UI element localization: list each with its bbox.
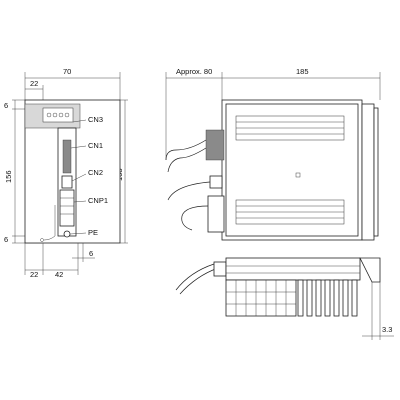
leader-cn2 (71, 173, 87, 182)
label-cn1: CN1 (88, 141, 103, 150)
fin (324, 279, 331, 317)
cn3-connector (42, 107, 74, 123)
fin (315, 279, 322, 317)
leader-cnp1 (73, 200, 87, 203)
label-cn2: CN2 (88, 168, 103, 177)
fin (342, 279, 349, 317)
front-view: 70 22 6 156 6 168 (4, 67, 128, 279)
dim-top-left: 22 (30, 79, 38, 88)
lower-vents (235, 199, 345, 225)
led-1 (46, 112, 52, 118)
cable-cn2 (167, 181, 211, 201)
label-cn3: CN3 (88, 115, 103, 124)
leader-cn1 (70, 145, 87, 149)
cable-cn1 (165, 139, 207, 161)
cn1-plug-side (205, 129, 225, 161)
dim-depth: 185 (296, 67, 309, 76)
cn2-plug-side (209, 175, 223, 189)
cn1-connector (62, 139, 72, 174)
led-4 (64, 112, 70, 118)
cnp1-plug-side (207, 195, 225, 233)
fin (351, 279, 358, 317)
led-3 (58, 112, 64, 118)
dim-top-gap: 6 (4, 101, 8, 110)
upper-vents (235, 115, 345, 141)
cable-cn1b (167, 147, 207, 173)
bottom-upper-block (225, 257, 361, 281)
fin (306, 279, 313, 317)
bottom-plug (213, 261, 227, 277)
dim-fin-offset: 3.3 (382, 325, 392, 334)
dim-bottom-mid: 42 (55, 270, 63, 279)
heatsink-fins (297, 279, 358, 317)
dim-width-total: 70 (63, 67, 71, 76)
led-2 (52, 112, 58, 118)
bottom-view: 3.3 (175, 257, 394, 340)
pe-terminal (63, 230, 71, 238)
bottom-cable (175, 263, 215, 291)
cable-cnp1 (181, 205, 209, 231)
side-view: Approx. 80 185 (165, 67, 394, 340)
pe-wire-end (40, 238, 44, 242)
dim-bottom-gap: 6 (4, 235, 8, 244)
side-heatsink-edge (361, 103, 375, 241)
dim-bottom-left: 22 (30, 270, 38, 279)
dim-bottom-right: 6 (89, 249, 93, 258)
cn2-connector (61, 175, 73, 189)
dim-height-inner: 156 (4, 170, 13, 183)
dim-approx-depth: Approx. 80 (176, 67, 212, 76)
fin (333, 279, 340, 317)
leader-pe (69, 232, 87, 235)
bottom-end-bracket (359, 257, 381, 283)
label-pe: PE (88, 228, 98, 237)
fin (297, 279, 304, 317)
bottom-base (225, 279, 297, 317)
pe-wire (43, 235, 56, 241)
bottom-cable-2 (179, 267, 219, 295)
bottom-base-grid (226, 280, 296, 316)
leader-cn3 (72, 119, 87, 123)
cnp1-connector (59, 189, 75, 227)
side-heatsink-fin (373, 107, 379, 237)
label-cnp1: CNP1 (88, 196, 108, 205)
centre-mark (295, 172, 301, 178)
